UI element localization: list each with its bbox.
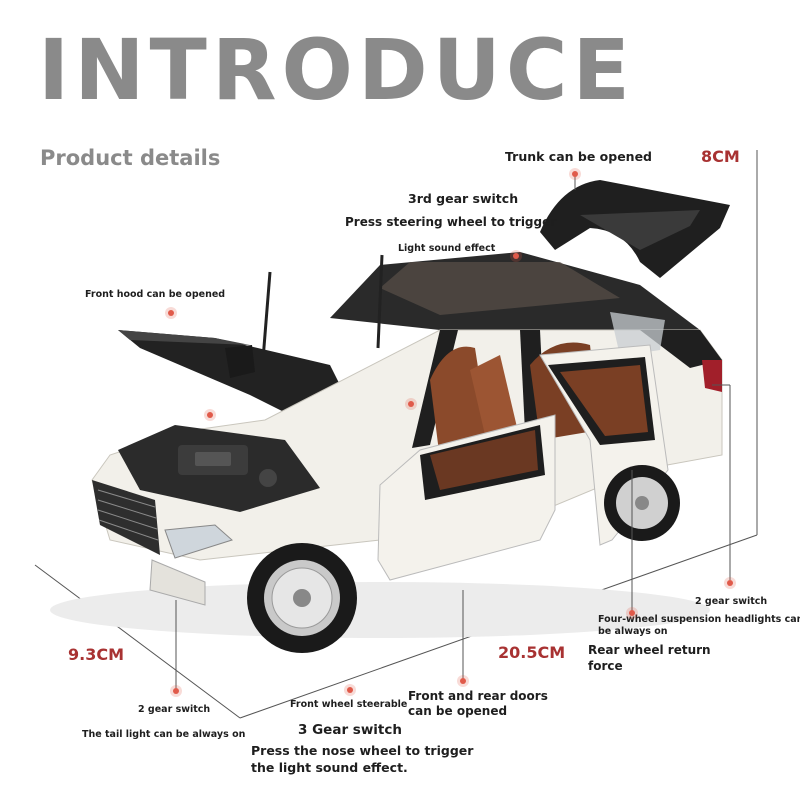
suspension-marker-icon: [629, 610, 635, 616]
width-dimension-line: [34, 564, 241, 719]
page-subtitle: Product details: [40, 146, 221, 170]
gear3rd-detail-callout: Press steering wheel to trigger: [345, 215, 557, 229]
hood-marker-icon: [168, 310, 174, 316]
front-gear-callout: 2 gear switch: [138, 704, 211, 715]
steering-marker-icon: [408, 401, 414, 407]
rear-wheel: [604, 465, 680, 541]
light-sound-marker-icon: [513, 253, 519, 259]
headlight: [164, 524, 233, 559]
doors-marker-icon: [460, 678, 466, 684]
front-gear-marker-icon: [173, 688, 179, 694]
ground-shadow: [50, 582, 710, 638]
nose-callout-line2: the light sound effect.: [251, 760, 408, 775]
gear3-title-callout: 3 Gear switch: [298, 722, 402, 738]
rear-gear-marker-icon: [727, 580, 733, 586]
rear-wheel-callout-line2: force: [588, 659, 623, 673]
rear-wheel-callout-line1: Rear wheel return: [588, 643, 711, 657]
front-wheel-callout: Front wheel steerable: [290, 699, 408, 710]
nose-callout-line1: Press the nose wheel to trigger: [251, 743, 474, 758]
trunk-callout: Trunk can be opened: [505, 149, 652, 164]
front-hood-callout: Front hood can be opened: [85, 289, 226, 300]
gear3rd-title-callout: 3rd gear switch: [408, 191, 519, 206]
trunk-marker-icon: [572, 171, 578, 177]
page-title: INTRODUCE: [38, 21, 635, 119]
tail-light-callout: The tail light can be always on: [82, 729, 246, 740]
length-dimension-label: 20.5CM: [498, 643, 566, 662]
grille: [92, 480, 160, 555]
doors-callout-line2: can be opened: [408, 704, 508, 718]
suspension-callout-line1: Four-wheel suspension headlights can: [598, 614, 800, 625]
engine-marker-icon: [207, 412, 213, 418]
rear-gear-callout: 2 gear switch: [695, 596, 768, 607]
doors-callout-line1: Front and rear doors: [408, 689, 548, 703]
front-wheel: [247, 543, 357, 653]
front-wheel-marker-icon: [347, 687, 353, 693]
light-sound-callout: Light sound effect: [398, 243, 496, 254]
height-dimension-label: 8CM: [701, 147, 740, 166]
width-dimension-label: 9.3CM: [68, 645, 125, 664]
leader-lines: [175, 174, 731, 690]
suspension-callout-line2: be always on: [598, 626, 668, 637]
